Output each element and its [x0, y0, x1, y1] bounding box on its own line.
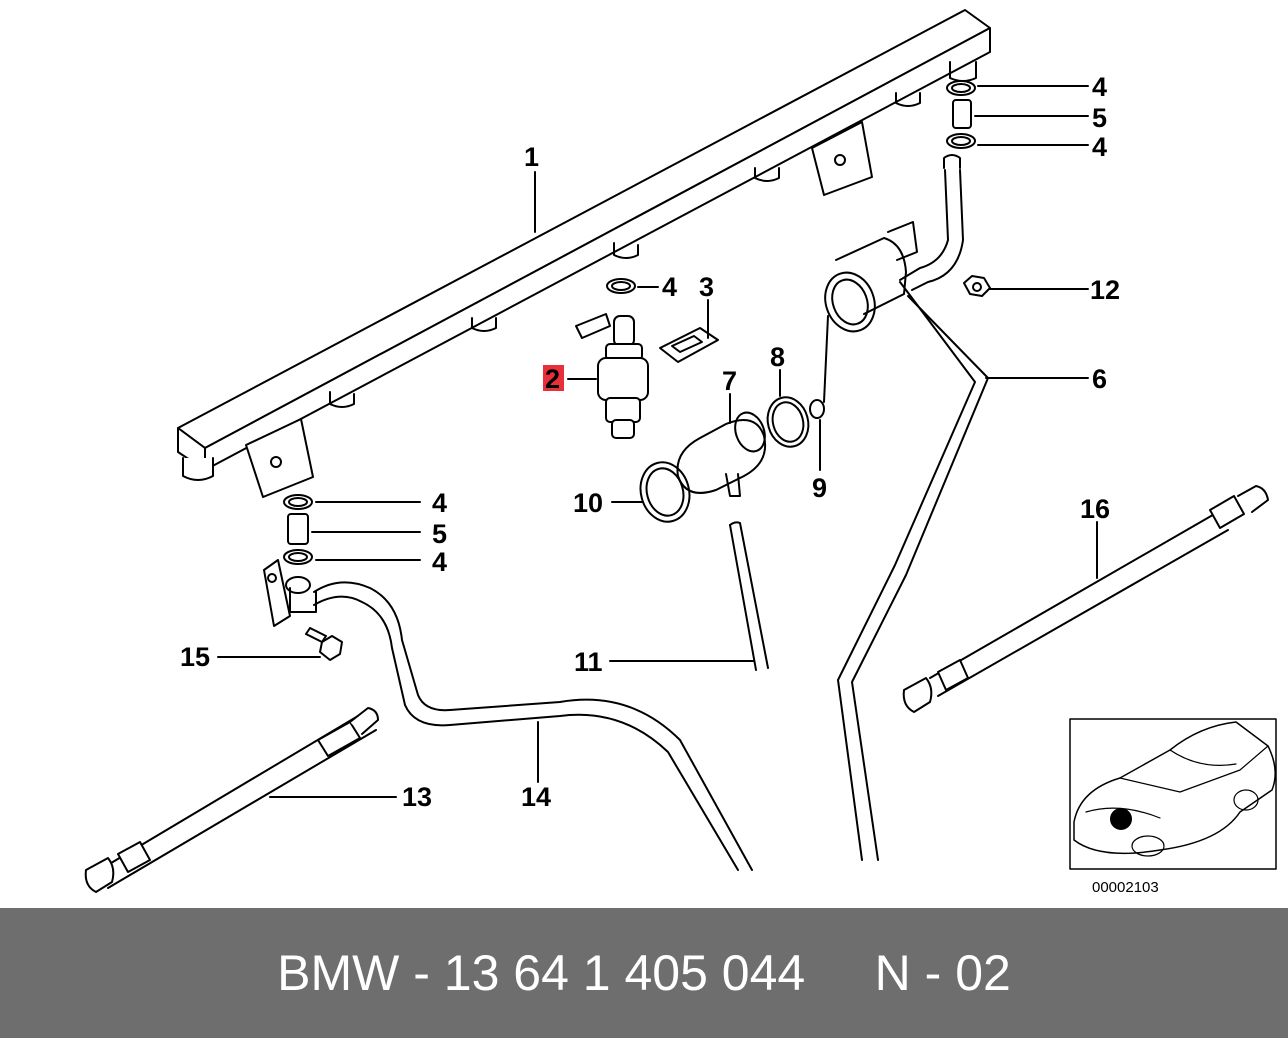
callout-4b: 4: [1092, 72, 1107, 102]
callout-3: 3: [699, 272, 714, 302]
callout-highlight: [543, 365, 564, 391]
callout-5a: 5: [1092, 103, 1107, 133]
vacuum-hose: [729, 521, 769, 671]
fuel-injector: [575, 313, 649, 439]
inset-code: 00002103: [1092, 879, 1159, 896]
callout-4e: 4: [432, 547, 447, 577]
callout-9: 9: [812, 473, 827, 503]
callout-8: 8: [770, 342, 785, 372]
callout-4a: 4: [662, 272, 677, 302]
callout-15: 15: [180, 642, 210, 672]
return-pipe: [824, 154, 991, 861]
callout-5b: 5: [432, 519, 447, 549]
o-rings-and-spacers: [283, 80, 976, 565]
callout-7: 7: [722, 366, 737, 396]
callout-14: 14: [521, 782, 551, 812]
pressure-regulator: [676, 410, 766, 497]
leader-lines: [217, 85, 1098, 798]
parts-diagram: 1 2 3 4 4 4 4 4 5 5 6 7 8 9 10 11 12 13 …: [84, 9, 1277, 896]
callout-2: 2: [545, 364, 560, 394]
part-number-text: BMW - 13 64 1 405 044 N - 02: [277, 945, 1011, 1001]
callout-1: 1: [524, 142, 539, 172]
callout-10: 10: [573, 488, 603, 518]
callout-16: 16: [1080, 494, 1110, 524]
fuel-rail: [177, 9, 991, 498]
callout-6: 6: [1092, 364, 1107, 394]
vehicle-inset: [1069, 718, 1277, 870]
retaining-clip: [659, 327, 719, 363]
callout-12: 12: [1090, 275, 1120, 305]
part-number-footer: BMW - 13 64 1 405 044 N - 02: [0, 908, 1288, 1038]
callout-11: 11: [574, 647, 603, 677]
callout-4c: 4: [1092, 132, 1107, 162]
callout-13: 13: [402, 782, 432, 812]
fuel-hose-16: [902, 485, 1269, 713]
fuel-hose-13: [84, 707, 379, 893]
callout-4d: 4: [432, 488, 447, 518]
sealing-rings: [639, 396, 825, 523]
callout-labels: 1 2 3 4 4 4 4 4 5 5 6 7 8 9 10 11 12 13 …: [180, 72, 1159, 896]
feed-pipe: [263, 559, 753, 871]
